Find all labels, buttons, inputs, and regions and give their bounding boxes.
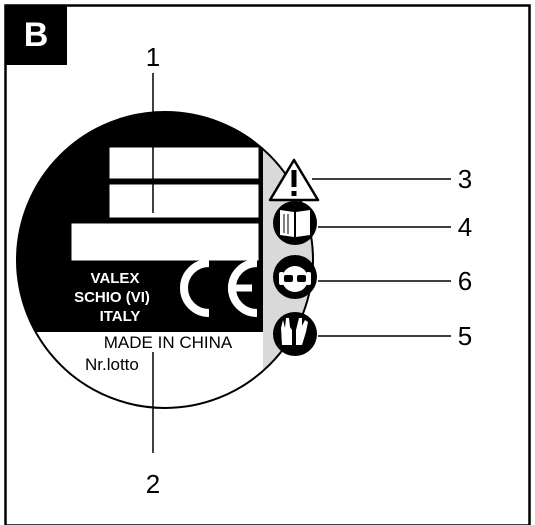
rating-box-3 [71, 223, 259, 261]
eye-ear-protection-icon [273, 255, 317, 299]
callout-2: 2 [146, 469, 160, 499]
company-country: ITALY [100, 308, 141, 325]
callout-4: 4 [458, 212, 472, 242]
callout-6: 6 [458, 266, 472, 296]
read-manual-icon [273, 201, 317, 245]
protective-gloves-icon [273, 312, 317, 356]
callout-5: 5 [458, 321, 472, 351]
label-outline [16, 111, 314, 409]
panel-badge [5, 5, 67, 65]
warning-triangle-icon [268, 158, 320, 202]
lot-text: Nr.lotto [85, 355, 139, 374]
callout-3: 3 [458, 164, 472, 194]
rating-box-2 [109, 184, 259, 218]
origin-text: MADE IN CHINA [104, 333, 233, 352]
leader-lines [152, 73, 451, 453]
ce-mark-icon [180, 259, 258, 317]
company-name: VALEX [91, 270, 140, 287]
rating-box-1 [109, 147, 259, 179]
callout-1: 1 [146, 42, 160, 72]
company-city: SCHIO (VI) [74, 289, 150, 306]
panel-letter: B [24, 16, 49, 54]
